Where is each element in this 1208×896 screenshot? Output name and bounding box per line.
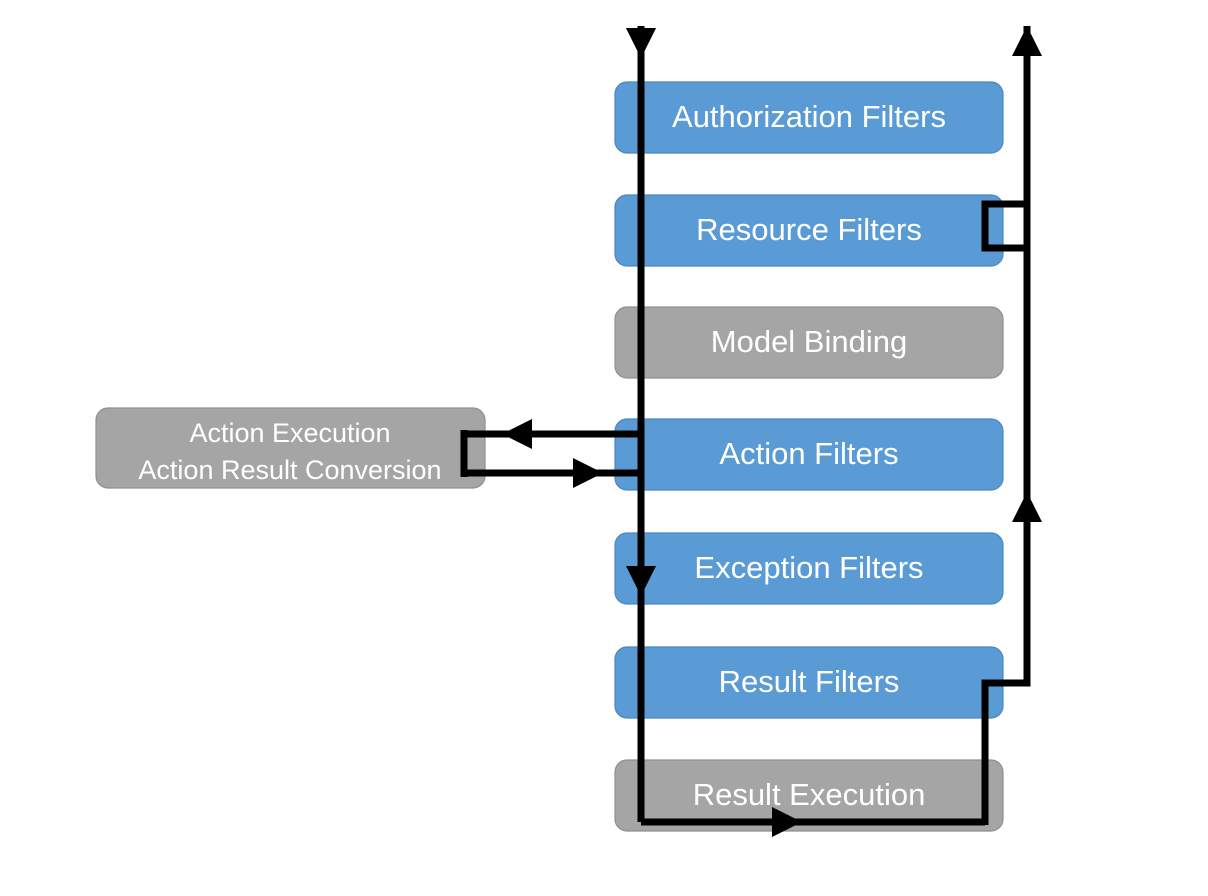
authorization-filters-box[interactable] xyxy=(614,81,1004,154)
action-execution-label-line2: Action Result Conversion xyxy=(138,455,441,485)
resource-filters-label: Resource Filters xyxy=(696,212,922,247)
exception-filters-label: Exception Filters xyxy=(694,550,923,585)
response-return-line xyxy=(981,26,1031,825)
model-binding-label: Model Binding xyxy=(711,324,907,359)
result-execution-exit-arrowhead xyxy=(772,807,802,837)
node-result-filters[interactable]: Result Filters xyxy=(614,646,1004,719)
flow-request-entry-overlay xyxy=(626,26,656,822)
response-exit-arrowhead xyxy=(1012,26,1042,56)
node-exception-filters[interactable]: Exception Filters xyxy=(614,532,1004,605)
flow-action-execution-to-pipeline xyxy=(464,458,641,488)
node-action-filters[interactable]: Action Filters xyxy=(614,418,1004,491)
flow-result-execution-exit xyxy=(641,807,985,837)
resource-filters-box[interactable] xyxy=(614,194,1004,267)
result-execution-label: Result Execution xyxy=(693,777,926,812)
node-authorization-filters[interactable]: Authorization Filters xyxy=(614,81,1004,154)
action-execution-label-line1: Action Execution xyxy=(189,418,390,448)
action-filters-box[interactable] xyxy=(614,418,1004,491)
node-resource-filters[interactable]: Resource Filters xyxy=(614,194,1004,267)
exception-filters-box[interactable] xyxy=(614,532,1004,605)
result-filters-label: Result Filters xyxy=(719,664,900,699)
resource-short-circuit-line xyxy=(981,200,1027,252)
action-execution-box[interactable] xyxy=(95,407,486,489)
action-to-execution-arrowhead xyxy=(502,419,532,449)
node-model-binding[interactable]: Model Binding xyxy=(614,306,1004,379)
node-result-execution[interactable]: Result Execution xyxy=(614,759,1004,832)
action-filters-label: Action Filters xyxy=(719,436,898,471)
flow-response-return xyxy=(981,26,1042,825)
result-execution-box[interactable] xyxy=(614,759,1004,832)
model-binding-box[interactable] xyxy=(614,306,1004,379)
flow-resource-filters-short-circuit xyxy=(981,200,1027,252)
authorization-filters-label: Authorization Filters xyxy=(672,99,946,134)
request-entry-arrowhead-overlay xyxy=(626,28,656,58)
exception-filters-arrowhead-overlay xyxy=(626,566,656,596)
node-action-execution[interactable]: Action Execution Action Result Conversio… xyxy=(95,407,486,489)
response-return-midway-arrowhead xyxy=(1012,492,1042,522)
flow-action-to-action-execution xyxy=(464,419,641,449)
execution-to-action-arrowhead xyxy=(573,458,603,488)
